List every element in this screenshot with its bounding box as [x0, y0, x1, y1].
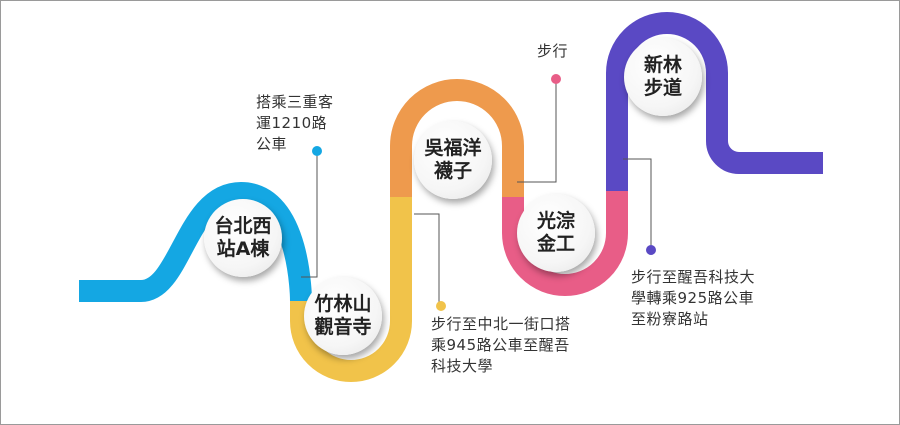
route-segment-orange	[390, 79, 524, 197]
stop-node-guangcong: 光淙 金工	[517, 194, 595, 272]
stop-label: 吳福洋	[424, 137, 482, 159]
connector-line	[517, 79, 557, 183]
connector-dot-yellow	[436, 301, 446, 311]
stop-label: 金工	[536, 233, 575, 255]
stop-node-xinlin: 新林 步道	[624, 38, 702, 116]
stop-label: 新林	[643, 54, 682, 76]
connector-line	[623, 158, 652, 248]
stop-label: 襪子	[433, 160, 472, 182]
note-bus-925: 步行至醒吾科技大 學轉乘925路公車 至粉寮路站	[631, 268, 756, 328]
stop-label: 步道	[643, 77, 682, 99]
stop-label: 竹林山	[314, 293, 372, 315]
stop-node-taipei-west: 台北西 站A棟	[204, 199, 282, 277]
note-bus-945: 步行至中北一街口搭 乘945路公車至醒吾 科技大學	[431, 315, 571, 375]
route-segment-blue	[79, 181, 312, 302]
stop-label: 觀音寺	[314, 316, 372, 338]
stop-node-zhulinshan: 竹林山 觀音寺	[304, 277, 382, 355]
note-walk: 步行	[537, 42, 569, 60]
route-segment-pink	[502, 191, 628, 296]
connector-line	[414, 213, 440, 304]
stop-label: 光淙	[536, 210, 575, 232]
note-bus-1210: 搭乘三重客 運1210路 公車	[256, 93, 334, 153]
route-segment-yellow	[290, 197, 412, 382]
connector-dot-purple	[646, 245, 656, 255]
route-segment-purple	[606, 12, 823, 191]
stop-label: 台北西	[214, 215, 272, 237]
connector-dot-blue	[312, 146, 322, 156]
stop-node-wufuyang: 吳福洋 襪子	[414, 121, 492, 199]
stop-label: 站A棟	[216, 238, 270, 260]
connector-line	[301, 151, 318, 278]
connector-dot-pink	[551, 74, 561, 84]
